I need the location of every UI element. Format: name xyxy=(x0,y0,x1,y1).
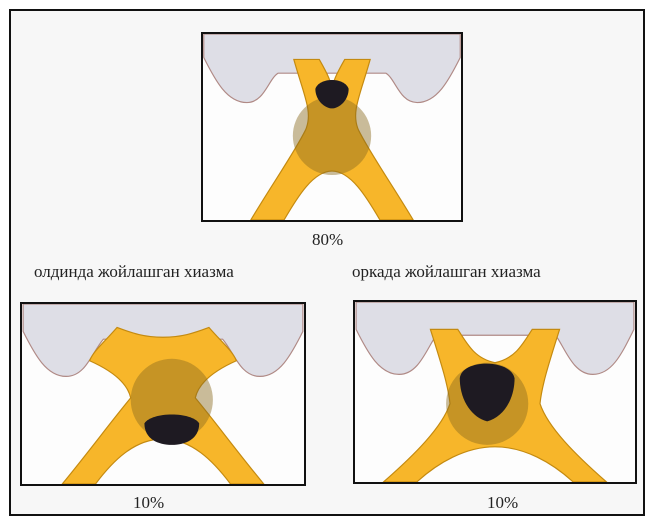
percent-label-top: 80% xyxy=(312,230,343,250)
caption-prefixed-chiasm: олдинда жойлашган хиазма xyxy=(34,262,234,282)
percent-label-right: 10% xyxy=(487,493,518,513)
panel-normal-chiasm xyxy=(201,32,463,222)
panel-prefixed-chiasm xyxy=(20,302,306,486)
percent-label-left: 10% xyxy=(133,493,164,513)
caption-postfixed-chiasm: оркада жойлашган хиазма xyxy=(352,262,541,282)
panel-postfixed-chiasm xyxy=(353,300,637,484)
diagram-normal-chiasm xyxy=(203,34,461,220)
diagram-prefixed-chiasm xyxy=(22,304,304,484)
diagram-postfixed-chiasm xyxy=(355,302,635,482)
